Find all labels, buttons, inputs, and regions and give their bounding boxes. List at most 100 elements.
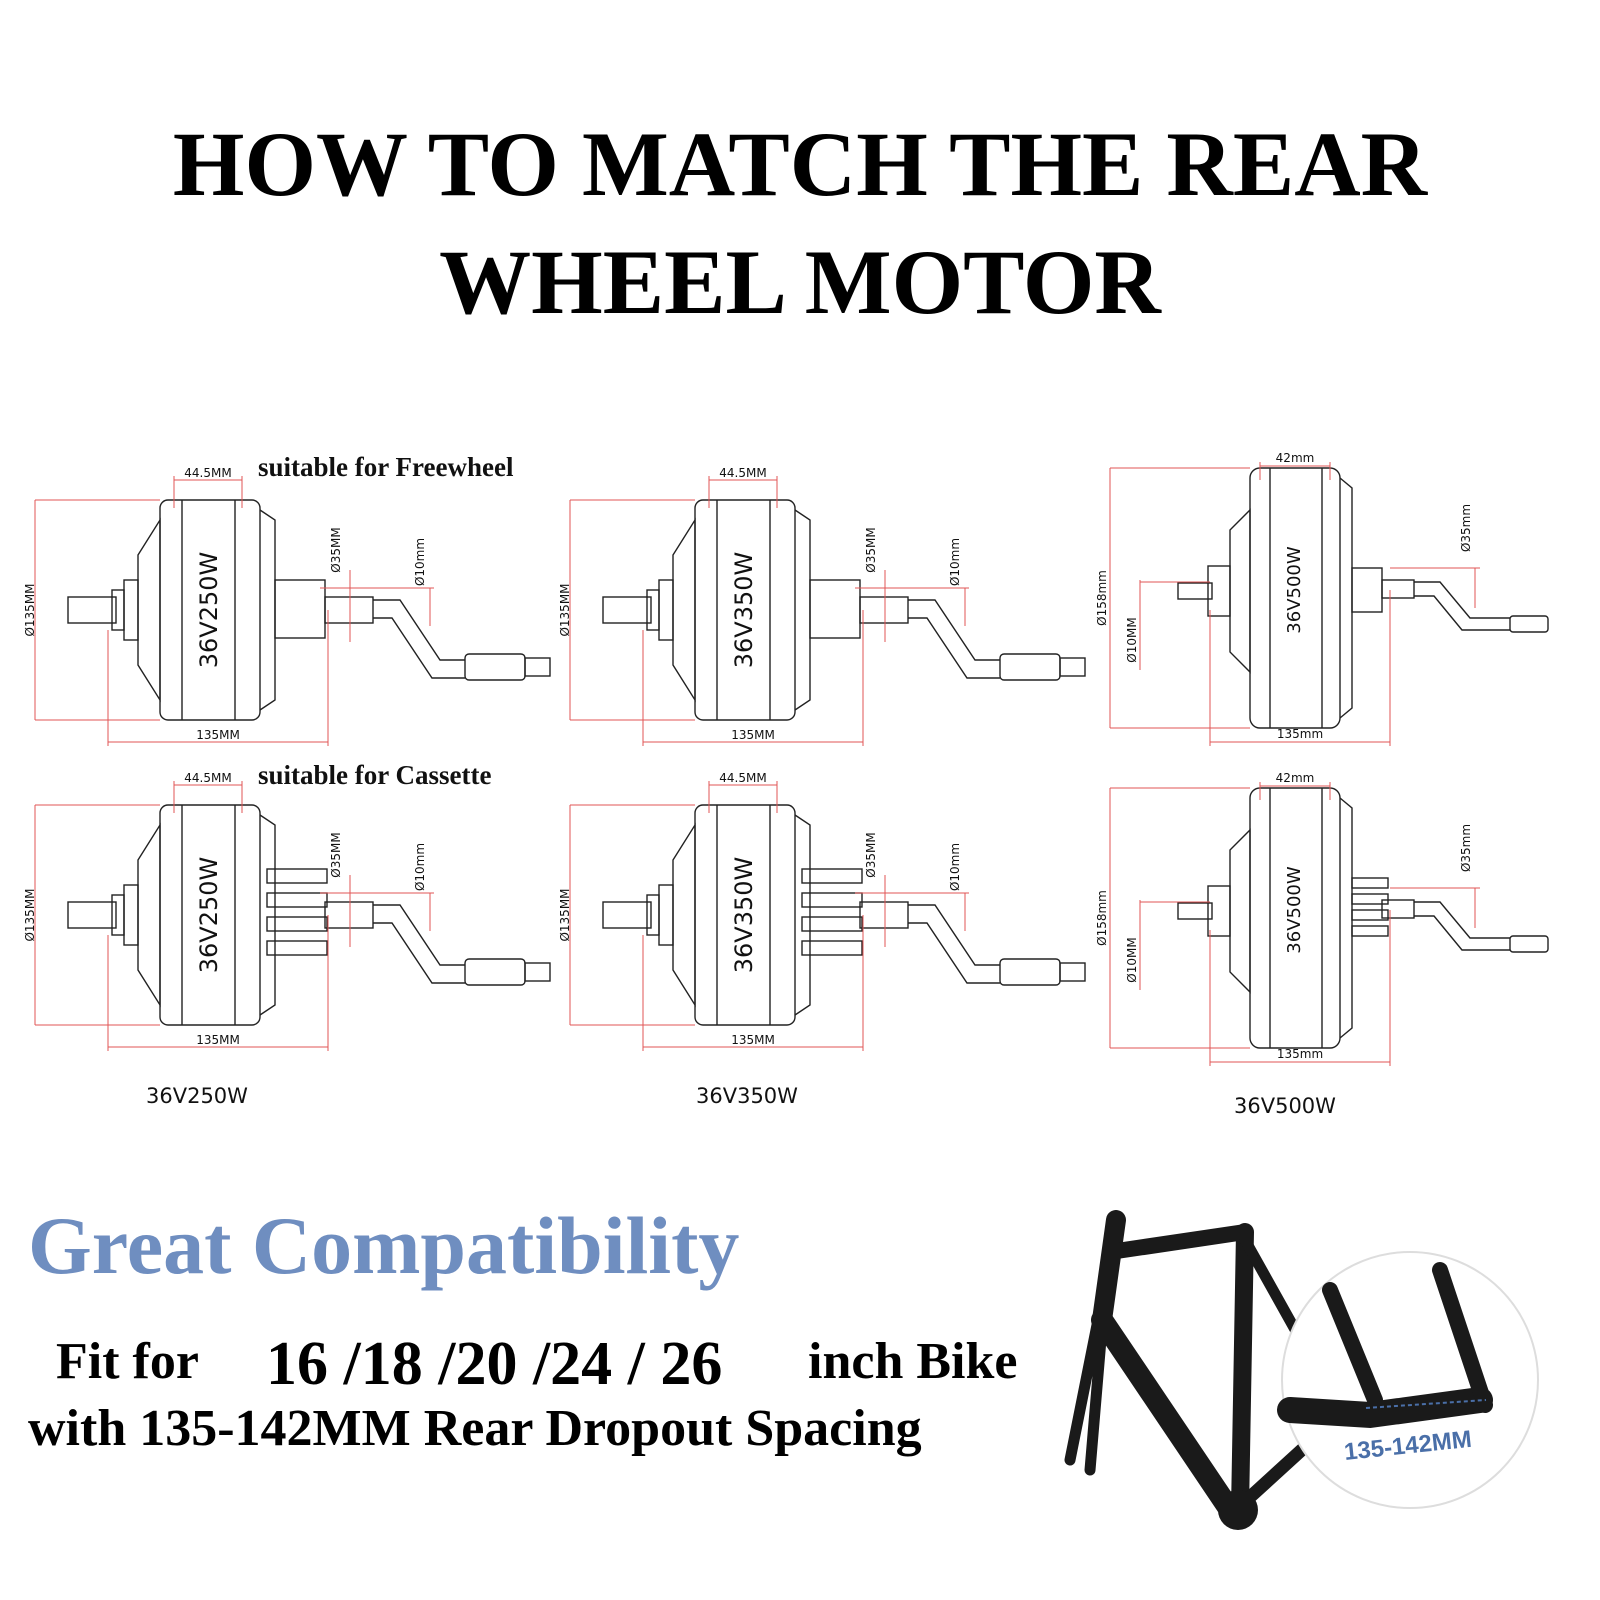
hub-left-cap: [1229, 508, 1251, 674]
motor-label: 36V350W: [730, 552, 758, 669]
compatibility-heading: Great Compatibility: [28, 1200, 740, 1291]
axle-nut: [111, 589, 125, 631]
note-cassette: suitable for Cassette: [258, 760, 492, 790]
cassette-ring: [801, 916, 863, 932]
hub-left-cap: [672, 822, 696, 1008]
power-cable: [1414, 581, 1510, 631]
hub-right-cap: [794, 814, 811, 1016]
axle-right: [324, 596, 374, 624]
fit-prefix: Fit for: [56, 1333, 199, 1390]
power-cable: [908, 599, 1000, 679]
dimension-lines: [34, 781, 434, 1051]
axle-nut: [646, 894, 660, 936]
motor-drawing: [67, 804, 551, 1026]
cassette-ring: [266, 868, 328, 884]
cable-connector: [464, 653, 526, 681]
dim-axle-label: Ø35MM: [864, 832, 878, 877]
dim-width-label: 135MM: [196, 1033, 240, 1047]
cable-connector: [1509, 615, 1549, 633]
dim-flange-label: 44.5MM: [184, 771, 231, 785]
connector-plug: [1059, 962, 1086, 982]
dim-height-label: Ø135MM: [558, 583, 572, 636]
dim-height-label: Ø158mm: [1095, 570, 1109, 626]
hub-right-cap: [259, 509, 276, 711]
dim-height-label: Ø135MM: [23, 583, 37, 636]
dimension-lines: [569, 476, 969, 746]
axle-right: [1381, 579, 1415, 599]
dim-axle-label: Ø35mm: [1459, 504, 1473, 552]
dim-shaft-label: Ø10mm: [413, 538, 427, 586]
power-cable: [373, 904, 465, 984]
dim-width-label: 135MM: [731, 1033, 775, 1047]
motor-drawing: [602, 499, 1086, 721]
dim-flange-label: 42mm: [1276, 451, 1315, 465]
caption-36v350w: 36V350W: [696, 1084, 798, 1108]
hub-left-cap: [1229, 828, 1251, 994]
fit-line-2: with 135-142MM Rear Dropout Spacing: [28, 1400, 922, 1457]
cassette-ring: [801, 940, 863, 956]
axle-left: [67, 901, 117, 929]
hub-right-cap: [794, 509, 811, 711]
dim-axle-label: Ø35mm: [1459, 824, 1473, 872]
connector-plug: [524, 962, 551, 982]
axle-left: [67, 596, 117, 624]
dim-flange-label: 44.5MM: [719, 771, 766, 785]
bike-frame-illustration: 135-142MM: [1064, 1210, 1539, 1530]
motor-label: 36V500W: [1284, 546, 1305, 634]
dim-width-label: 135MM: [731, 728, 775, 742]
axle-right: [1381, 899, 1415, 919]
dim-shaft-label: Ø10MM: [1125, 937, 1139, 982]
power-cable: [373, 599, 465, 679]
dim-height-label: Ø135MM: [558, 888, 572, 941]
dim-width-label: 135mm: [1277, 1047, 1323, 1061]
fit-sizes: 16 /18 /20 /24 / 26: [266, 1330, 723, 1398]
cassette-ring: [266, 916, 328, 932]
note-freewheel: suitable for Freewheel: [258, 452, 514, 482]
hub-left-cap: [137, 517, 161, 703]
hub-left-cap: [137, 822, 161, 1008]
cable-connector: [999, 653, 1061, 681]
cassette-ring: [266, 940, 328, 956]
motor-drawing: [67, 499, 551, 721]
dim-flange-label: 42mm: [1276, 771, 1315, 785]
cable-connector: [1509, 935, 1549, 953]
motor-drawing: [1177, 787, 1549, 1049]
fit-suffix: inch Bike: [808, 1333, 1018, 1390]
dim-width-label: 135mm: [1277, 727, 1323, 741]
power-cable: [1414, 901, 1510, 951]
motor-label: 36V250W: [195, 857, 223, 974]
connector-plug: [1059, 657, 1086, 677]
dim-axle-label: Ø35MM: [329, 832, 343, 877]
dimension-lines: [569, 781, 969, 1051]
dimension-lines: [34, 476, 434, 746]
cassette-ring: [266, 892, 328, 908]
dim-flange-label: 44.5MM: [719, 466, 766, 480]
cassette-ring: [801, 868, 863, 884]
hub-shell: [159, 804, 261, 1026]
axle-washer: [658, 579, 674, 641]
caption-36v250w: 36V250W: [146, 1084, 248, 1108]
hub-right-cap: [1339, 797, 1353, 1039]
dim-shaft-label: Ø10mm: [948, 538, 962, 586]
cassette-ring: [1351, 909, 1389, 921]
dim-shaft-label: Ø10mm: [413, 843, 427, 891]
page-title-line-1: HOW TO MATCH THE REAR: [172, 113, 1428, 215]
dropout-zoom-inset: 135-142MM: [1277, 1251, 1539, 1509]
dim-shaft-label: Ø10MM: [1125, 617, 1139, 662]
axle-right: [859, 901, 909, 929]
hub-left-cap: [672, 517, 696, 703]
freewheel-body: [274, 579, 326, 639]
motor-drawing: [1177, 467, 1549, 729]
cassette-ring: [1351, 877, 1389, 889]
axle-nut: [111, 894, 125, 936]
cable-connector: [464, 958, 526, 986]
page-title-line-2: WHEEL MOTOR: [439, 231, 1161, 333]
power-cable: [908, 904, 1000, 984]
motor-label: 36V500W: [1284, 866, 1305, 954]
